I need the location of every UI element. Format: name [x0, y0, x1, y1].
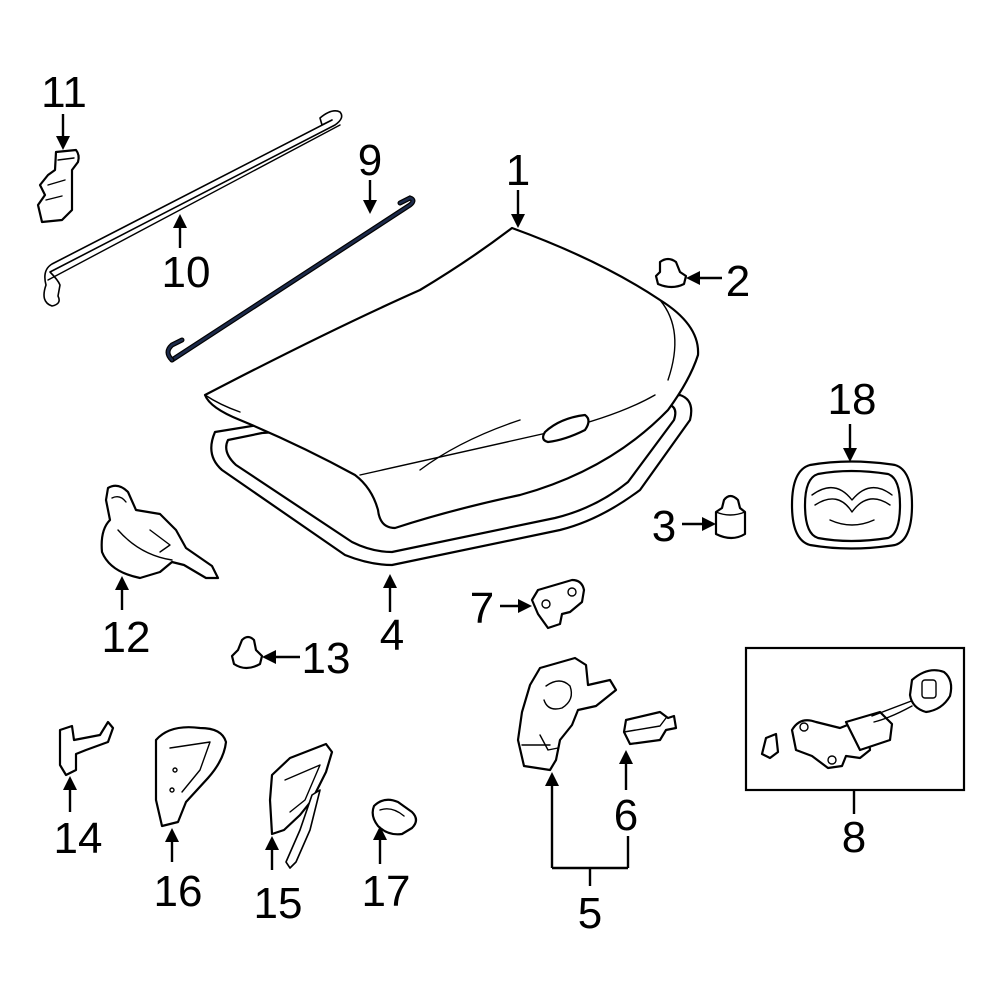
- part-1-trunk-lid: [203, 226, 700, 530]
- callout-11: 11: [41, 68, 87, 117]
- part-5-latch: [516, 656, 618, 772]
- callout-18: 18: [828, 375, 877, 424]
- part-2-bumper: [654, 257, 688, 289]
- callout-5: 5: [578, 889, 602, 938]
- callout-12: 12: [102, 613, 151, 662]
- callout-6: 6: [614, 791, 638, 840]
- callout-16: 16: [154, 867, 203, 916]
- callout-7: 7: [470, 584, 494, 633]
- callout-17: 17: [362, 867, 411, 916]
- part-9-rod: [165, 195, 416, 363]
- part-11-clip: [36, 148, 80, 224]
- callout-15: 15: [254, 879, 303, 928]
- part-16-bracket: [154, 726, 228, 828]
- part-3-bumper: [714, 494, 747, 540]
- part-14-bracket: [58, 720, 115, 777]
- leader-lines: [56, 114, 857, 886]
- callout-labels: 1 2 3 4 5 6 7 8 9 10 11 12 13 14 15 16 1…: [41, 68, 876, 938]
- callout-3: 3: [652, 502, 676, 551]
- part-7-striker: [530, 578, 586, 630]
- part-18-emblem: [790, 460, 914, 550]
- callout-2: 2: [726, 257, 750, 306]
- part-8-lock-cylinder: [744, 646, 966, 792]
- callout-9: 9: [358, 136, 382, 185]
- part-15-bracket: [268, 742, 334, 869]
- callout-8: 8: [842, 813, 866, 862]
- callout-13: 13: [302, 634, 351, 683]
- callout-1: 1: [506, 146, 530, 195]
- part-6-switch: [622, 710, 678, 746]
- part-12-hinge: [100, 484, 220, 580]
- callout-14: 14: [54, 814, 103, 863]
- callout-4: 4: [380, 611, 404, 660]
- part-17-grommet: [371, 798, 418, 836]
- part-10-prop-rod: [43, 110, 343, 307]
- callout-10: 10: [162, 248, 211, 297]
- part-13-bumper: [230, 635, 264, 670]
